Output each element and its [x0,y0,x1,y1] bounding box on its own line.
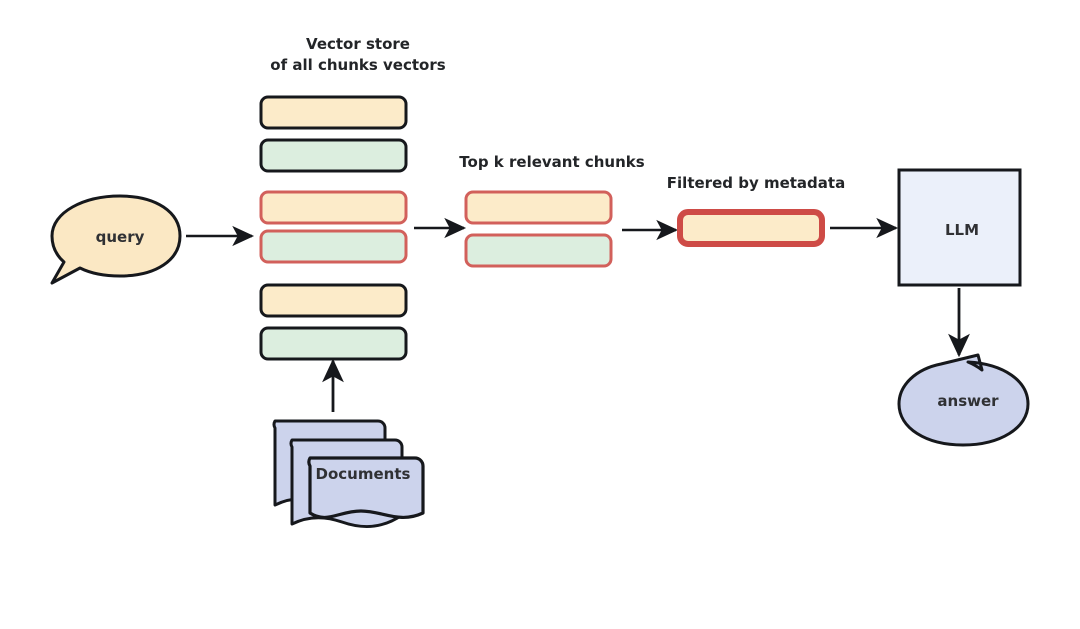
filtered-label: Filtered by metadata [666,174,846,192]
topk-label: Top k relevant chunks [459,153,645,171]
topk-chunk-2 [464,233,613,268]
query-bubble-shape [50,194,182,285]
topk-chunks [464,190,613,268]
vector-chunk-5 [259,283,408,318]
vector-chunk-3-selected [259,190,408,225]
llm-box [897,168,1022,287]
documents-stack [272,419,425,529]
documents-label: Documents [315,465,411,483]
document-sheet-front [307,456,425,519]
vector-chunk-2 [259,138,408,173]
filtered-chunk-group [677,209,825,247]
filtered-chunk-1 [677,209,825,247]
llm-label: LLM [944,221,980,239]
vector-store-label: Vector store of all chunks vectors [248,34,468,76]
vector-store-label-line2: of all chunks vectors [270,56,446,74]
query-label: query [95,228,145,246]
vector-store-label-line1: Vector store [306,35,410,53]
vector-chunk-4-selected [259,229,408,264]
answer-label: answer [937,392,999,410]
vector-chunk-1 [259,95,408,130]
answer-bubble-shape [897,353,1030,447]
topk-chunk-1 [464,190,613,225]
vector-store-chunks [259,95,408,361]
query-bubble [50,194,182,285]
vector-chunk-6 [259,326,408,361]
answer-bubble [897,353,1030,447]
